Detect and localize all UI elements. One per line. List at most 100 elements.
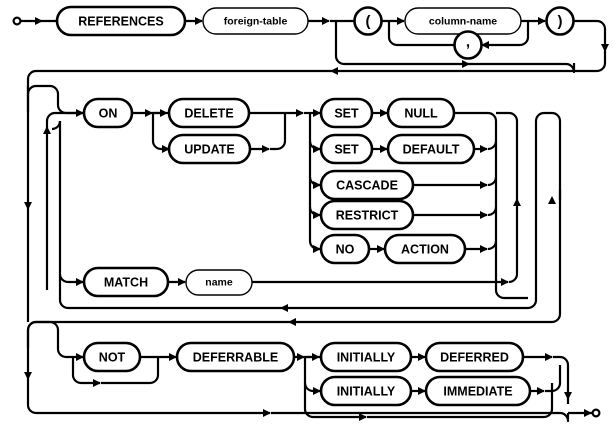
- rail-paren-bypass: [334, 21, 566, 66]
- rail-deferred-collector: [553, 355, 570, 404]
- rail-initially-bypass-left: [303, 383, 366, 419]
- node-match: MATCH: [82, 266, 170, 298]
- rail-update-merge: [270, 113, 287, 151]
- arrow-icon: [35, 17, 43, 25]
- end-endpoint-icon: [591, 408, 601, 418]
- node-rparen: ): [545, 6, 575, 36]
- arrow-icon: [280, 304, 288, 312]
- arrow-icon: [178, 278, 186, 286]
- arrow-icon: [313, 245, 321, 253]
- arrow-icon: [548, 196, 556, 204]
- node-on-label: ON: [99, 107, 118, 121]
- arrow-icon: [481, 41, 489, 49]
- arrow-icon: [195, 17, 203, 25]
- arrow-icon: [480, 145, 488, 153]
- rail-inner-bottom-return: [58, 121, 528, 310]
- node-not: NOT: [82, 341, 142, 373]
- arrow-icon: [313, 211, 321, 219]
- arrow-icon: [513, 198, 521, 206]
- rail-inner-return-match: [45, 111, 66, 290]
- node-foreign-table: foreign-table: [202, 7, 309, 35]
- arrow-icon: [480, 181, 488, 189]
- node-name: name: [185, 269, 253, 296]
- arrow-icon: [397, 17, 405, 25]
- node-immediate-label: IMMEDIATE: [443, 385, 512, 399]
- rail-action-join: [487, 240, 498, 251]
- arrow-icon: [297, 353, 305, 361]
- node-deferred: DEFERRED: [424, 341, 525, 373]
- rail-not-bypass-left: [71, 357, 100, 385]
- rail-enter-on-row: [26, 84, 83, 115]
- node-update-label: UPDATE: [184, 143, 234, 157]
- node-comma-box: [453, 30, 483, 60]
- arrow-icon: [313, 109, 321, 117]
- node-rparen-label: ): [558, 13, 563, 30]
- arrow-icon: [584, 409, 592, 417]
- rail-comma-loop-right: [481, 21, 530, 47]
- rail-bottom-final-right: [271, 411, 570, 423]
- arrow-icon: [418, 387, 426, 395]
- arrow-icon: [564, 392, 572, 400]
- rail-row1-to-row2: [26, 19, 607, 112]
- rail-match-collector: [496, 111, 519, 284]
- node-comma: ,: [453, 30, 483, 60]
- node-comma-label: ,: [466, 34, 470, 51]
- node-default: DEFAULT: [386, 133, 476, 165]
- node-initially1-label: INITIALLY: [337, 351, 396, 365]
- node-initially2-label: INITIALLY: [337, 385, 396, 399]
- rail-restrict-join: [487, 206, 498, 217]
- arrow-icon: [418, 353, 426, 361]
- node-initially2: INITIALLY: [319, 375, 413, 407]
- rail-default-join: [487, 140, 498, 151]
- arrow-icon: [359, 413, 367, 421]
- node-name-label: name: [205, 277, 233, 289]
- node-set-null-set: SET: [319, 97, 374, 129]
- arrow-icon: [545, 353, 553, 361]
- arrow-icon: [480, 211, 488, 219]
- node-null-label: NULL: [404, 107, 438, 121]
- node-update: UPDATE: [167, 133, 252, 165]
- arrow-icon: [288, 318, 296, 326]
- arrow-icon: [76, 353, 84, 361]
- arrow-icon: [538, 17, 546, 25]
- node-column-name-label: column-name: [429, 16, 497, 28]
- rail-cascade-join: [487, 176, 498, 187]
- node-action-label: ACTION: [401, 243, 449, 257]
- node-lparen-label: (: [366, 13, 371, 30]
- rail-collector-bottom: [494, 289, 528, 300]
- node-set1-label: SET: [334, 107, 359, 121]
- arrow-icon: [313, 145, 321, 153]
- arrow-icon: [169, 353, 177, 361]
- node-on: ON: [82, 97, 134, 129]
- rail-outer-collector-top: [527, 111, 562, 310]
- node-initially1: INITIALLY: [319, 341, 413, 373]
- arrow-icon: [377, 245, 385, 253]
- rail-null-to-collector: [454, 111, 498, 290]
- rail-not-bypass-right: [101, 357, 160, 385]
- rail-initially-bypass-right: [367, 383, 554, 419]
- rail-bypass-join: [565, 62, 576, 74]
- node-delete-label: DELETE: [184, 107, 233, 121]
- arrow-icon: [330, 67, 338, 75]
- node-lparen: (: [353, 6, 383, 36]
- node-column-name: column-name: [404, 7, 522, 35]
- node-set2: SET: [319, 133, 374, 165]
- arrow-icon: [601, 44, 609, 52]
- rail-comma-loop-left: [387, 21, 455, 47]
- node-set2-label: SET: [334, 143, 359, 157]
- node-deferrable: DEFERRABLE: [175, 341, 296, 373]
- arrow-icon: [380, 145, 388, 153]
- arrow-icon: [313, 181, 321, 189]
- rail-enter-row3: [26, 320, 83, 359]
- arrow-icon: [24, 372, 32, 380]
- node-not-label: NOT: [99, 351, 126, 365]
- arrow-icon: [93, 379, 101, 387]
- node-default-label: DEFAULT: [403, 143, 460, 157]
- start-endpoint-icon: [12, 16, 22, 26]
- rail-to-update: [151, 113, 169, 151]
- arrow-icon: [162, 145, 170, 153]
- node-restrict-label: RESTRICT: [336, 209, 399, 223]
- node-no: NO: [319, 233, 371, 265]
- arrow-icon: [380, 109, 388, 117]
